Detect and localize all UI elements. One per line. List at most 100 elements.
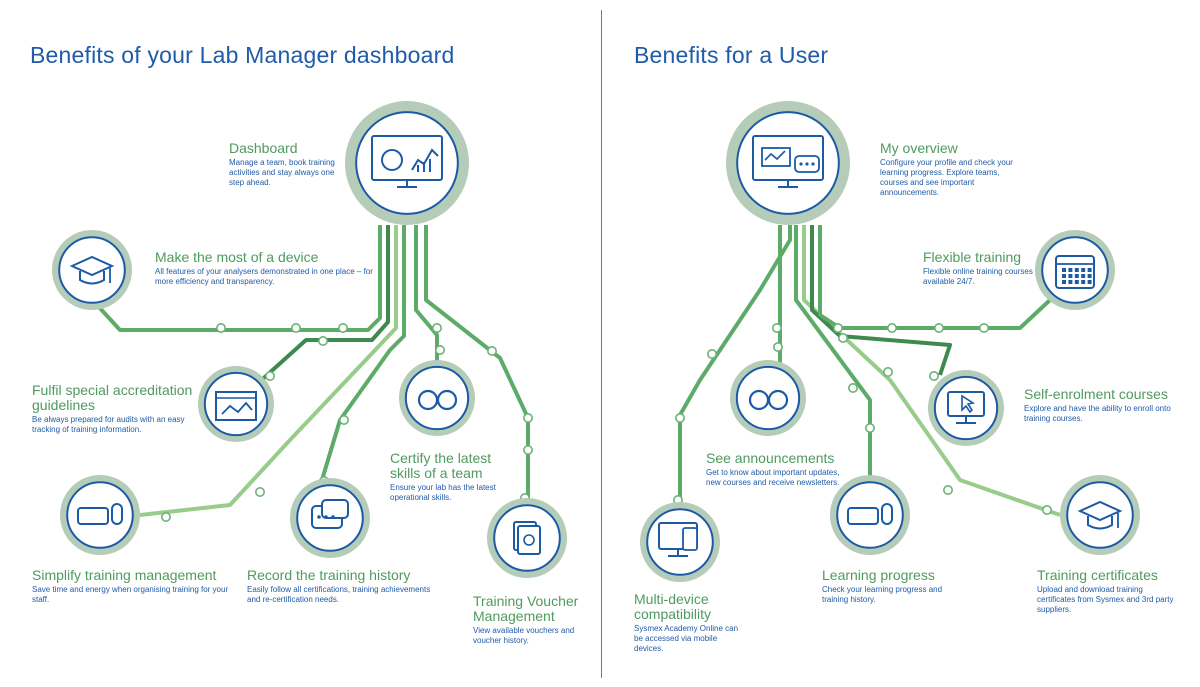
desc-multidevice: Sysmex Academy Online can be accessed vi… <box>634 624 739 653</box>
line-device <box>95 225 382 332</box>
right-title: Benefits for a User <box>634 42 829 68</box>
desc-device: All features of your analysers demonstra… <box>155 267 373 286</box>
heading-dashboard: Dashboard <box>229 140 298 156</box>
heading-certify: Certify the latest skills of a team <box>390 450 492 481</box>
connector-node <box>338 414 349 425</box>
desc-announce: Get to know about important updates, new… <box>706 468 840 487</box>
heading-announce: See announcements <box>706 450 835 466</box>
binoculars-icon <box>748 389 789 411</box>
heading-record: Record the training history <box>247 567 411 583</box>
circle-record <box>290 478 370 558</box>
desc-certificates: Upload and download training certificate… <box>1037 585 1174 614</box>
heading-flexible: Flexible training <box>923 249 1022 265</box>
circle-overview <box>726 101 850 225</box>
heading-certificates: Training certificates <box>1037 567 1158 583</box>
desc-overview: Configure your profile and check your le… <box>880 158 1013 197</box>
circle-certificates <box>1060 475 1140 555</box>
line-record <box>320 225 406 481</box>
connector-node <box>255 486 266 497</box>
circle-certify <box>399 360 475 436</box>
chat-bubbles-icon <box>311 499 349 529</box>
heading-progress: Learning progress <box>822 567 935 583</box>
circle-progress <box>830 475 910 555</box>
desc-record: Easily follow all certifications, traini… <box>247 585 431 604</box>
connector-node <box>772 341 783 352</box>
circle-device <box>52 230 132 310</box>
label-voucher: Training Voucher Management View availab… <box>473 594 593 646</box>
dashboard-monitor-chart-icon <box>371 135 443 188</box>
heading-voucher: Training Voucher Management <box>473 593 579 624</box>
circle-voucher <box>487 498 567 578</box>
heading-selfenrol: Self-enrolment courses <box>1024 386 1168 402</box>
circle-selfenrol <box>928 370 1004 446</box>
connector-node <box>771 322 782 333</box>
circle-announce <box>730 360 806 436</box>
connector-node <box>864 422 875 433</box>
connector-node <box>290 322 301 333</box>
desc-dashboard: Manage a team, book training activities … <box>229 158 335 187</box>
circle-flexible <box>1035 230 1115 310</box>
connector-node <box>216 322 227 333</box>
book-mouse-icon <box>847 503 893 525</box>
label-flexible: Flexible training Flexible online traini… <box>923 250 1033 287</box>
label-record: Record the training history Easily follo… <box>247 568 432 605</box>
connector-node <box>942 484 953 495</box>
label-device: Make the most of a device All features o… <box>155 250 375 287</box>
multi-device-icon <box>658 522 698 557</box>
label-simplify: Simplify training management Save time a… <box>32 568 242 605</box>
graduation-cap-icon <box>69 255 115 285</box>
circle-dashboard <box>345 101 469 225</box>
desc-flexible: Flexible online training courses availab… <box>923 267 1033 286</box>
connector-node <box>837 332 848 343</box>
connector-lines <box>95 225 1061 517</box>
heading-simplify: Simplify training management <box>32 567 217 583</box>
desc-accreditation: Be always prepared for audits with an ea… <box>32 415 185 434</box>
connector-node <box>933 322 944 333</box>
desc-selfenrol: Explore and have the ability to enroll o… <box>1024 404 1171 423</box>
binoculars-icon <box>417 389 458 411</box>
connector-node <box>928 370 939 381</box>
line-multidevice <box>678 225 792 505</box>
connector-node <box>161 511 172 522</box>
connector-node <box>674 412 685 423</box>
connector-node <box>847 382 858 393</box>
label-certificates: Training certificates Upload and downloa… <box>1037 568 1182 615</box>
heading-multidevice: Multi-device compatibility <box>634 591 712 622</box>
line-simplify <box>139 225 398 517</box>
connector-node <box>431 322 442 333</box>
connector-node <box>978 322 989 333</box>
connector-node <box>1042 504 1053 515</box>
book-mouse-icon <box>77 503 123 525</box>
graduation-cap-icon <box>1077 500 1123 530</box>
line-accreditation <box>254 225 390 387</box>
benefit-circles <box>52 101 1140 582</box>
overview-monitor-icon <box>752 135 824 188</box>
connector-node <box>832 322 843 333</box>
left-title: Benefits of your Lab Manager dashboard <box>30 42 455 68</box>
label-accreditation: Fulfil special accreditation guidelines … <box>32 383 200 435</box>
label-announce: See announcements Get to know about impo… <box>706 451 848 488</box>
connector-node <box>264 370 275 381</box>
connector-node <box>434 344 445 355</box>
circle-multidevice <box>640 502 720 582</box>
circle-accreditation <box>198 366 274 442</box>
section-divider <box>601 10 602 678</box>
connector-node <box>337 322 348 333</box>
circle-simplify <box>60 475 140 555</box>
label-selfenrol: Self-enrolment courses Explore and have … <box>1024 387 1196 424</box>
desc-certify: Ensure your lab has the latest operation… <box>390 483 496 502</box>
heading-device: Make the most of a device <box>155 249 319 265</box>
connector-node <box>886 322 897 333</box>
heading-overview: My overview <box>880 140 958 156</box>
connector-node <box>522 444 533 455</box>
monitor-cursor-icon <box>947 391 985 424</box>
line-progress <box>794 225 872 480</box>
connector-node <box>317 335 328 346</box>
label-overview: My overview Configure your profile and c… <box>880 141 1015 198</box>
label-dashboard: Dashboard Manage a team, book training a… <box>229 141 349 188</box>
label-progress: Learning progress Check your learning pr… <box>822 568 957 605</box>
line-certificates <box>802 225 1061 517</box>
connector-node <box>486 345 497 356</box>
